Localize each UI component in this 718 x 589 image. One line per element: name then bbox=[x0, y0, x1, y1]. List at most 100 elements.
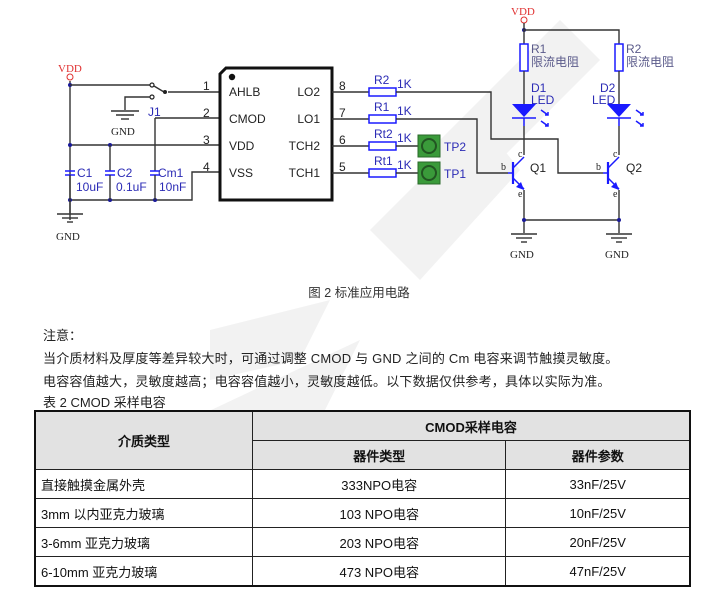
svg-text:c: c bbox=[518, 149, 523, 160]
cell-type: 473 NPO电容 bbox=[251, 556, 507, 587]
svg-text:限流电阻: 限流电阻 bbox=[531, 55, 579, 69]
svg-text:7: 7 bbox=[339, 106, 346, 120]
svg-text:LO2: LO2 bbox=[297, 85, 320, 99]
svg-text:1K: 1K bbox=[397, 131, 412, 145]
svg-text:TP2: TP2 bbox=[444, 140, 466, 154]
svg-text:LED: LED bbox=[592, 93, 616, 107]
cell-param: 20nF/25V bbox=[505, 527, 691, 557]
svg-text:8: 8 bbox=[339, 79, 346, 93]
transistor-q2: b c e Q2 bbox=[596, 149, 642, 200]
ground-symbol-q1: GND bbox=[510, 233, 537, 261]
svg-text:6: 6 bbox=[339, 133, 346, 147]
svg-text:b: b bbox=[501, 162, 506, 173]
capacitor-c1: C1 10uF bbox=[65, 166, 103, 200]
ground-symbol-left: GND bbox=[56, 200, 83, 243]
table-row: 3mm 以内亚克力玻璃 103 NPO电容 10nF/25V bbox=[34, 498, 691, 528]
cmod-capacitor-table: 介质类型 CMOD采样电容 器件类型 器件参数 直接触摸金属外壳 333NPO电… bbox=[34, 410, 691, 587]
cell-media: 直接触摸金属外壳 bbox=[34, 469, 253, 499]
cell-type: 333NPO电容 bbox=[251, 469, 507, 499]
resistor-r1-series: R1 1K bbox=[368, 100, 412, 124]
resistor-r1-limit: R1 限流电阻 bbox=[519, 42, 579, 72]
svg-text:0.1uF: 0.1uF bbox=[116, 180, 147, 194]
svg-text:c: c bbox=[613, 149, 618, 160]
led-d2: D2 LED bbox=[592, 81, 644, 127]
svg-text:C1: C1 bbox=[77, 166, 93, 180]
vdd-symbol-right: VDD bbox=[511, 6, 535, 24]
table-row: 直接触摸金属外壳 333NPO电容 33nF/25V bbox=[34, 469, 691, 499]
table-title: 表 2 CMOD 采样电容 bbox=[43, 395, 166, 410]
svg-text:1K: 1K bbox=[397, 77, 412, 91]
gnd-label: GND bbox=[111, 126, 135, 138]
transistor-q1: b c e Q1 bbox=[501, 149, 546, 200]
svg-text:5: 5 bbox=[339, 160, 346, 174]
svg-text:e: e bbox=[613, 189, 618, 200]
svg-text:Q2: Q2 bbox=[626, 161, 642, 175]
svg-text:3: 3 bbox=[203, 133, 210, 147]
svg-text:1K: 1K bbox=[397, 158, 412, 172]
table-row: 6-10mm 亚克力玻璃 473 NPO电容 47nF/25V bbox=[34, 556, 691, 587]
gnd-label: GND bbox=[510, 249, 534, 261]
vdd-symbol-left: VDD bbox=[58, 63, 82, 81]
vdd-label: VDD bbox=[58, 63, 82, 75]
svg-text:10uF: 10uF bbox=[76, 180, 103, 194]
svg-text:D1: D1 bbox=[531, 81, 547, 95]
svg-text:R2: R2 bbox=[374, 73, 390, 87]
svg-text:Rt1: Rt1 bbox=[374, 154, 393, 168]
svg-text:D2: D2 bbox=[600, 81, 616, 95]
table-row: 3-6mm 亚克力玻璃 203 NPO电容 20nF/25V bbox=[34, 527, 691, 557]
svg-text:1: 1 bbox=[203, 79, 210, 93]
cell-param: 10nF/25V bbox=[505, 498, 691, 528]
svg-text:2: 2 bbox=[203, 106, 210, 120]
svg-text:VDD: VDD bbox=[229, 139, 255, 153]
note-line: 当介质材料及厚度等差异较大时，可通过调整 CMOD 与 GND 之间的 Cm 电… bbox=[43, 351, 619, 366]
svg-text:R1: R1 bbox=[531, 42, 547, 56]
svg-text:TP1: TP1 bbox=[444, 167, 466, 181]
jumper-switch-j1: J1 bbox=[148, 82, 167, 119]
svg-text:e: e bbox=[518, 189, 523, 200]
svg-text:TCH1: TCH1 bbox=[289, 166, 321, 180]
circuit-schematic: VDD J1 GND C1 10uF bbox=[56, 6, 674, 261]
svg-text:AHLB: AHLB bbox=[229, 85, 260, 99]
svg-text:R1: R1 bbox=[374, 100, 390, 114]
svg-text:10nF: 10nF bbox=[159, 180, 186, 194]
resistor-r2-limit: R2 限流电阻 bbox=[614, 42, 674, 72]
svg-text:C2: C2 bbox=[117, 166, 133, 180]
cell-type: 203 NPO电容 bbox=[251, 527, 507, 557]
resistor-rt2: Rt2 1K bbox=[368, 127, 412, 151]
svg-text:4: 4 bbox=[203, 160, 210, 174]
svg-text:LED: LED bbox=[531, 93, 555, 107]
figure-caption: 图 2 标准应用电路 bbox=[308, 286, 410, 300]
cell-param: 33nF/25V bbox=[505, 469, 691, 499]
test-point-tp1: TP1 bbox=[417, 161, 466, 185]
svg-text:CMOD: CMOD bbox=[229, 112, 266, 126]
resistor-rt1: Rt1 1K bbox=[368, 154, 412, 178]
vdd-label: VDD bbox=[511, 6, 535, 18]
cell-media: 3mm 以内亚克力玻璃 bbox=[34, 498, 253, 528]
cell-media: 6-10mm 亚克力玻璃 bbox=[34, 556, 253, 587]
ground-symbol-j1: GND bbox=[111, 110, 139, 138]
touch-ic: AHLB CMOD VDD VSS LO2 LO1 TCH2 TCH1 1 2 … bbox=[203, 66, 346, 202]
table-subheader-row: 器件类型 器件参数 bbox=[35, 440, 691, 470]
svg-text:b: b bbox=[596, 162, 601, 173]
table-header-row: 介质类型 CMOD采样电容 bbox=[34, 410, 691, 470]
svg-text:Cm1: Cm1 bbox=[158, 166, 184, 180]
header-component-param: 器件参数 bbox=[505, 440, 691, 470]
note-line: 电容容值越大，灵敏度越高；电容容值越小，灵敏度越低。以下数据仅供参考，具体以实际… bbox=[43, 374, 611, 389]
svg-text:R2: R2 bbox=[626, 42, 642, 56]
svg-text:Rt2: Rt2 bbox=[374, 127, 393, 141]
svg-text:VSS: VSS bbox=[229, 166, 253, 180]
cell-type: 103 NPO电容 bbox=[251, 498, 507, 528]
capacitor-cm1: Cm1 10nF bbox=[150, 166, 186, 200]
test-point-tp2: TP2 bbox=[417, 134, 466, 158]
note-title: 注意： bbox=[43, 328, 83, 343]
cell-param: 47nF/25V bbox=[505, 556, 691, 587]
svg-text:Q1: Q1 bbox=[530, 161, 546, 175]
led-d1: D1 LED bbox=[512, 81, 555, 127]
header-media-type: 介质类型 bbox=[34, 410, 253, 470]
cell-media: 3-6mm 亚克力玻璃 bbox=[34, 527, 253, 557]
ground-symbol-q2: GND bbox=[605, 233, 632, 261]
capacitor-c2: C2 0.1uF bbox=[105, 166, 147, 200]
header-cmod-group: CMOD采样电容 bbox=[252, 410, 691, 441]
jumper-label: J1 bbox=[148, 105, 161, 119]
gnd-label: GND bbox=[56, 231, 80, 243]
